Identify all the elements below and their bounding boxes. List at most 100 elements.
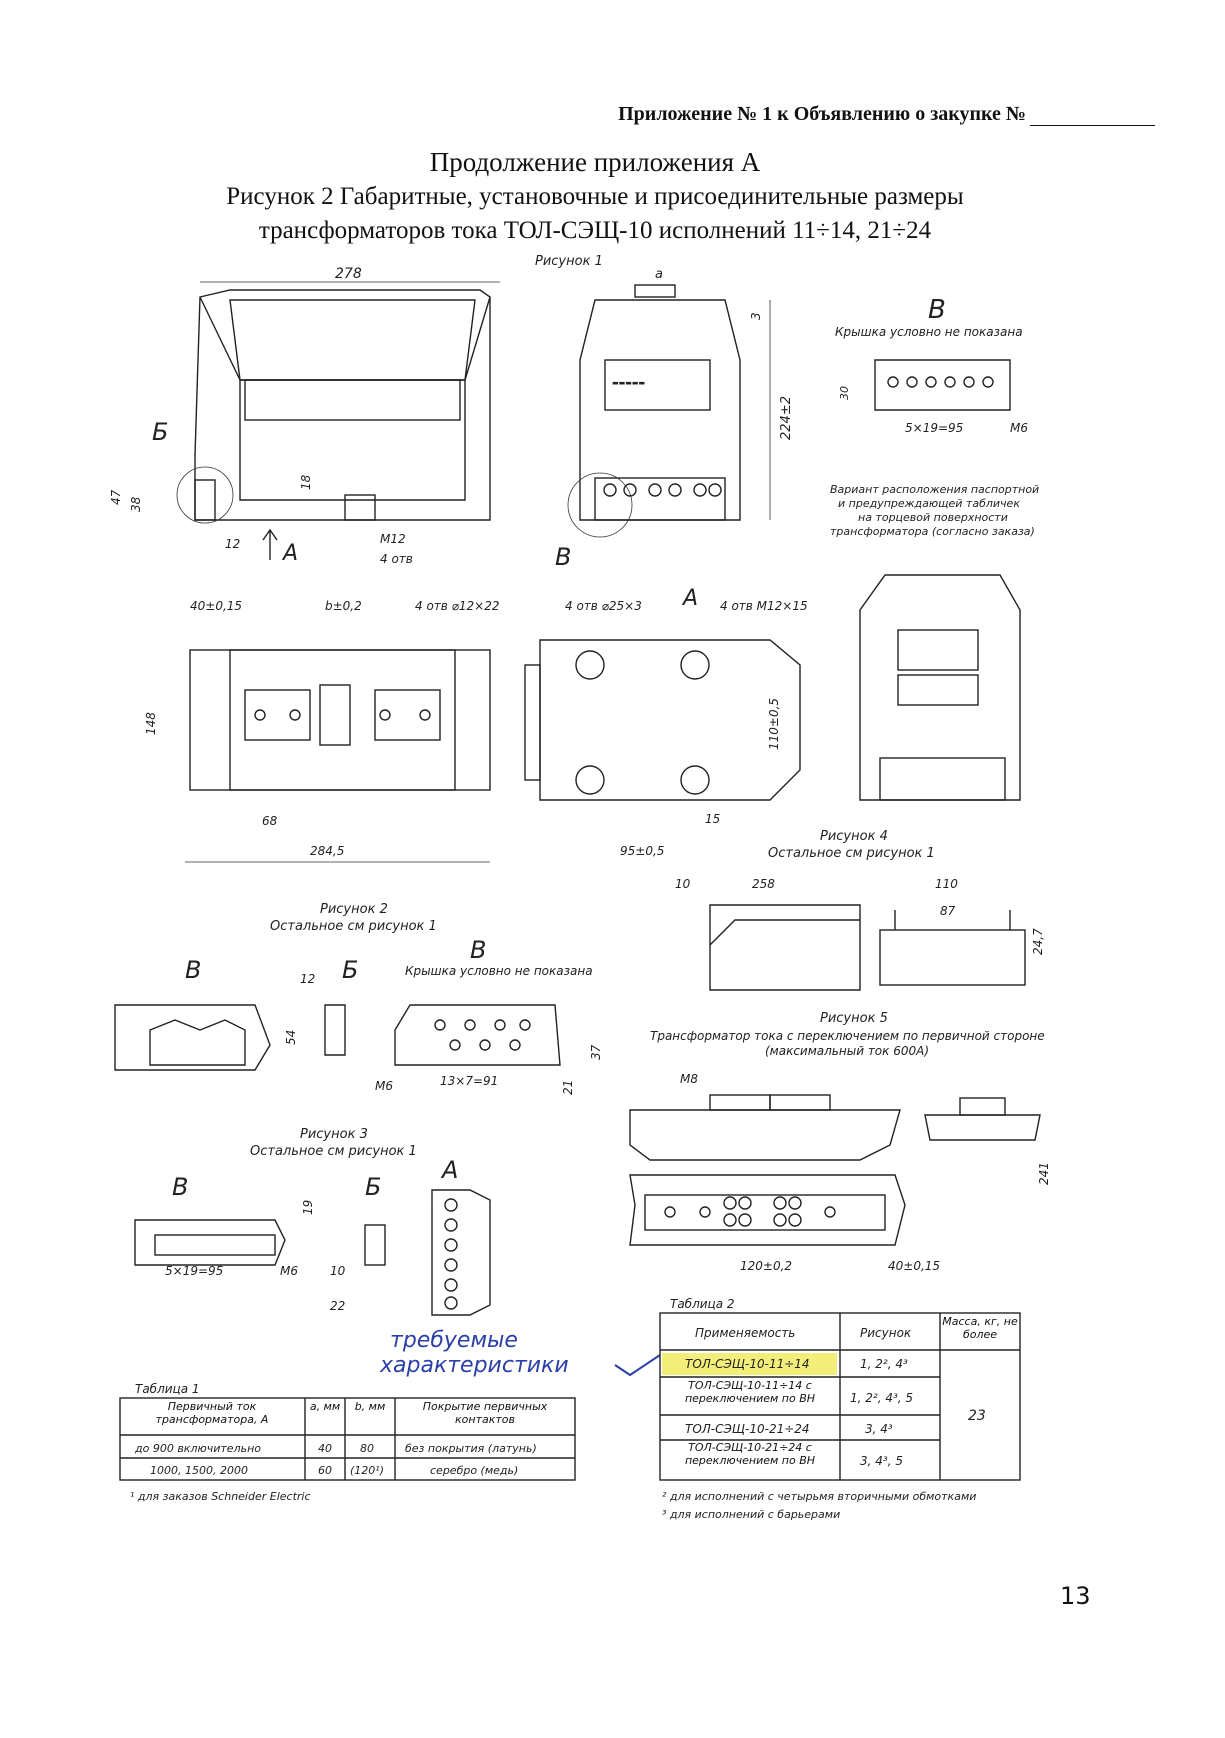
fig2-dim-37: 37 [589, 1044, 603, 1060]
dim-148: 148 [144, 712, 158, 735]
variant-note-1: Вариант расположения паспортной [830, 483, 1039, 496]
table2-footnote1: ² для исполнений с четырьмя вторичными о… [662, 1490, 976, 1503]
handwriting-line1: требуемые [390, 1328, 518, 1353]
dim-47: 47 [109, 489, 123, 505]
dim4-110: 110 [935, 877, 958, 891]
dim-holes-25x3: 4 отв ⌀25×3 [565, 599, 642, 613]
fig2-cover-note: Крышка условно не показана [405, 964, 593, 978]
dim-110: 110±0,5 [767, 698, 781, 750]
dim-68: 68 [262, 814, 278, 828]
table1-r2-c1: 1000, 1500, 2000 [150, 1464, 248, 1477]
fig3-dim-m6: М6 [280, 1264, 298, 1278]
table1-header-a: a, мм [309, 1400, 341, 1413]
table1-header-current: Первичный ток трансформатора, А [155, 1400, 269, 1426]
table1-r2-c2: 60 [318, 1464, 332, 1477]
table1-r2-c4: серебро (медь) [430, 1464, 518, 1477]
handwritten-note: требуемые характеристики [379, 1328, 661, 1378]
fig5-dim-120: 120±0,2 [740, 1259, 792, 1273]
fig2-dim-21: 21 [561, 1080, 575, 1095]
table2-r4-c2: 3, 4³, 5 [860, 1454, 903, 1468]
nameplate-text: ▬▬▬▬▬ [612, 379, 645, 387]
table2-r4-c1: ТОЛ-СЭЩ-10-21÷24 с переключением по ВН [684, 1441, 816, 1467]
dim-3: 3 [749, 312, 763, 320]
fig5-dim-241: 241 [1037, 1162, 1051, 1185]
dim4-10: 10 [675, 877, 691, 891]
dim-m6: М6 [1010, 421, 1028, 435]
fig3-dim-10: 10 [330, 1264, 346, 1278]
fig5-sub-2: (максимальный ток 600А) [765, 1044, 929, 1058]
variant-note-4: трансформатора (согласно заказа) [830, 525, 1035, 538]
fig2-dim-12: 12 [300, 972, 315, 986]
dim-95b: 95±0,5 [620, 844, 664, 858]
header-text: Приложение № 1 к Объявлению о закупке № [618, 103, 1155, 126]
table1-r1-c1: до 900 включительно [134, 1442, 261, 1455]
dim-30: 30 [838, 386, 851, 400]
table1-footnote: ¹ для заказов Schneider Electric [130, 1490, 311, 1503]
dim-holes-m12: 4 отв М12×15 [720, 599, 808, 613]
fig2-label-V2: В [470, 936, 486, 964]
table2-mass: 23 [968, 1408, 986, 1424]
fig3-dim-22: 22 [330, 1299, 345, 1313]
page-number: 13 [1060, 1582, 1091, 1610]
fig2-dim-13x7: 13×7=91 [440, 1074, 498, 1088]
dim-38: 38 [129, 496, 143, 512]
dim-12: 12 [225, 537, 240, 551]
table1-caption: Таблица 1 [135, 1382, 200, 1396]
fig1-variant-view [859, 574, 1021, 801]
dim-284: 284,5 [310, 844, 344, 858]
dim-a: a [655, 267, 663, 282]
fig1-view-V: В Крышка условно не показана 30 5×19=95 … [830, 295, 1039, 538]
fig5-dim-m8: М8 [680, 1072, 698, 1086]
fig5-dim-40: 40±0,15 [888, 1259, 940, 1273]
table1: Таблица 1 Первичный ток трансформатора, … [119, 1382, 576, 1503]
fig1-top-view: 40±0,15 b±0,2 4 отв ⌀12×22 148 68 284,5 [144, 599, 500, 863]
table2: Таблица 2 Применяемость Рисунок Масса, к… [659, 1297, 1021, 1521]
table2-r2-c2: 1, 2², 4³, 5 [850, 1391, 913, 1405]
dim-15: 15 [705, 812, 720, 826]
fig2: Рисунок 2 Остальное см рисунок 1 В 12 Б … [114, 902, 603, 1095]
table2-footnote2: ³ для исполнений с барьерами [662, 1508, 840, 1521]
dim-m12-holes: 4 отв [380, 552, 413, 566]
fig3: Рисунок 3 Остальное см рисунок 1 В 5×19=… [134, 1127, 491, 1316]
fig1-caption: Рисунок 1 [535, 254, 603, 269]
label-B1: Б [152, 418, 168, 446]
dim-m12: М12 [380, 532, 406, 546]
variant-note-2: и предупреждающей табличек [838, 497, 1020, 510]
fig4-caption: Рисунок 4 [820, 829, 888, 844]
table2-caption: Таблица 2 [670, 1297, 735, 1311]
dim4-87: 87 [940, 904, 956, 918]
dim-40: 40±0,15 [190, 599, 242, 613]
fig2-sub: Остальное см рисунок 1 [270, 919, 437, 934]
dim4-247: 24,7 [1031, 928, 1045, 955]
table2-r2-c1: ТОЛ-СЭЩ-10-11÷14 с переключением по ВН [684, 1379, 816, 1405]
table1-header-coating: Покрытие первичных контактов [422, 1400, 548, 1426]
appendix-title: Продолжение приложения А [429, 147, 761, 177]
fig3-caption: Рисунок 3 [300, 1127, 368, 1142]
fig3-dim-19: 19 [301, 1200, 315, 1215]
variant-note-3: на торцевой поверхности [858, 511, 1008, 524]
table1-header-b: b, мм [354, 1400, 386, 1413]
fig1-front-view: Рисунок 1 278 Б 47 38 12 А 18 М12 4 отв [109, 254, 603, 566]
figure-title-line1: Рисунок 2 Габаритные, установочные и при… [226, 183, 964, 210]
table2-r1-c1: ТОЛ-СЭЩ-10-11÷14 [685, 1357, 810, 1371]
fig1-view-A: 4 отв ⌀25×3 А 4 отв М12×15 110±0,5 95±0,… [524, 586, 808, 858]
cover-note-1: Крышка условно не показана [835, 325, 1023, 339]
fig3-dim-95: 5×19=95 [165, 1264, 223, 1278]
fig2-label-V: В [185, 956, 201, 984]
fig1-side-view: a ▬▬▬▬▬ В 3 224±2 [555, 267, 794, 571]
table1-r2-c3: (120¹) [350, 1464, 384, 1477]
table1-r1-c4: без покрытия (латунь) [405, 1442, 537, 1455]
dim-holes-12x22: 4 отв ⌀12×22 [415, 599, 500, 613]
fig3-label-B: Б [365, 1173, 381, 1201]
fig2-dim-54: 54 [284, 1030, 298, 1045]
dim4-258: 258 [752, 877, 775, 891]
table2-r3-c2: 3, 4³ [865, 1422, 893, 1436]
label-A1: А [281, 541, 298, 566]
table2-header-figure: Рисунок [860, 1326, 912, 1340]
fig2-dim-m6: М6 [375, 1079, 393, 1093]
table2-header-mass: Масса, кг, не более [942, 1315, 1018, 1341]
fig3-sub: Остальное см рисунок 1 [250, 1144, 417, 1159]
label-V2: В [928, 295, 946, 325]
